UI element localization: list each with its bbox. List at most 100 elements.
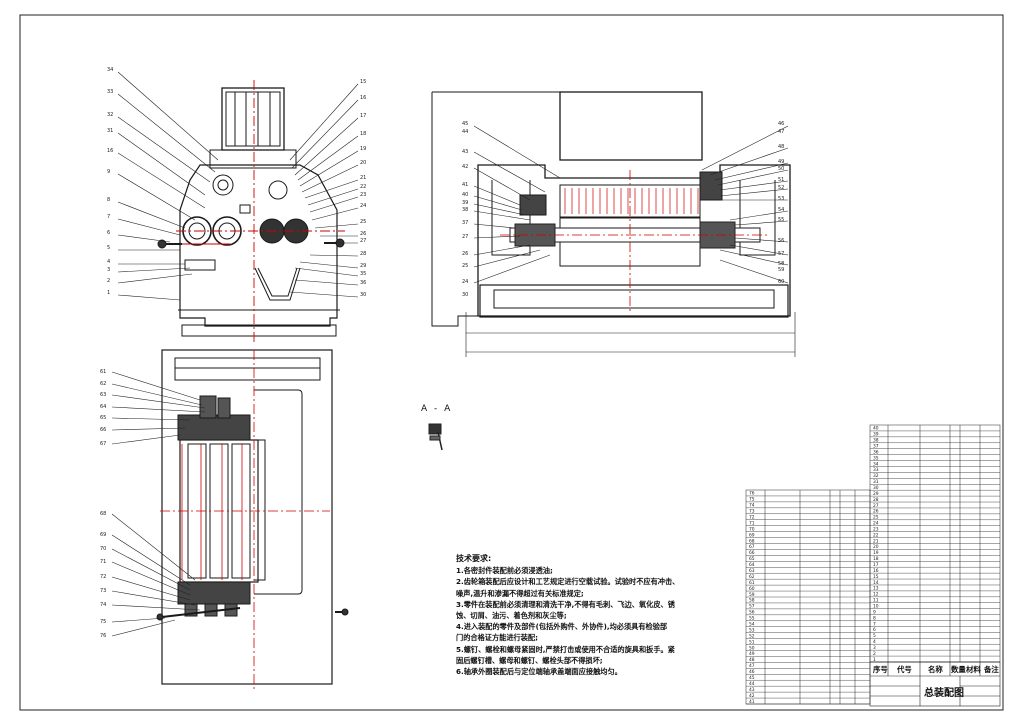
bom-right-row-number: 10 [873,603,879,609]
bom-left-row-number: 55 [749,616,755,622]
bom-right-row-number: 15 [873,574,879,580]
requirement-line: 4.进入装配的零件及部件(包括外购件、外协件),均必须具有检验部 [456,622,668,632]
svg-text:5: 5 [107,245,110,251]
svg-text:46: 46 [778,121,784,127]
bom-right-row-number: 22 [873,532,879,538]
bom-right-row-number: 35 [873,455,879,461]
bom-right-row-number: 28 [873,497,879,503]
section-view-centerlines [500,170,770,312]
svg-text:27: 27 [462,234,468,240]
requirement-line: 3.零件在装配前必须清理和清洗干净,不得有毛刺、飞边、氧化皮、锈 [456,599,675,609]
bom-table-left-rows: 7675747372717069686766656463626160595857… [746,491,870,705]
bom-left-row-number: 75 [749,497,755,503]
svg-text:67: 67 [100,441,106,447]
svg-text:6: 6 [107,230,110,236]
section-aa-label: A - A [421,404,453,414]
bom-left-row-number: 73 [749,509,755,515]
plan-view-leaders [111,371,206,637]
bom-left-row-number: 62 [749,574,755,580]
bom-left-row-number: 46 [749,669,755,675]
svg-text:19: 19 [360,146,366,152]
sheet-border [19,14,1004,711]
bom-header-remarks: 备注 [984,665,999,674]
bom-left-row-number: 69 [749,532,755,538]
bom-right-row-number: 14 [873,580,879,586]
bom-left-row-number: 50 [749,645,755,651]
bom-right-row-number: 30 [873,485,879,491]
svg-text:48: 48 [778,144,784,150]
bom-right-row-number: 12 [873,592,879,598]
svg-text:62: 62 [100,381,106,387]
svg-text:37: 37 [462,220,468,226]
requirement-line: 固后螺钉槽、螺母和螺钉、螺栓头部不得损坏; [456,655,603,665]
bom-right-row-number: 1 [873,657,876,663]
bom-left-row-number: 57 [749,604,755,610]
bom-left-row-number: 71 [749,520,755,526]
bom-right-row-number: 26 [873,509,879,515]
front-view-centerlines [176,80,345,342]
bom-right-row-number: 39 [873,432,879,438]
svg-text:30: 30 [360,292,366,298]
svg-text:18: 18 [360,131,366,137]
bom-right-row-number: 33 [873,467,879,473]
bom-right-row-number: 27 [873,503,879,509]
svg-text:38: 38 [462,207,468,213]
requirement-line: 蚀、切屑、油污、着色剂和灰尘等; [456,611,567,621]
bom-left-row-number: 60 [749,586,755,592]
svg-text:9: 9 [107,169,110,175]
svg-text:24: 24 [462,279,468,285]
svg-text:44: 44 [462,129,468,135]
svg-text:64: 64 [100,404,106,410]
svg-text:35: 35 [360,271,366,277]
svg-text:68: 68 [100,511,106,517]
section-view-leaders [473,125,789,284]
bom-right-row-number: 38 [873,438,879,444]
bom-right-row-number: 37 [873,444,879,450]
bom-left-row-number: 51 [749,639,755,645]
bom-left-row-number: 44 [749,681,755,687]
requirement-line: 1.各密封件装配前必须浸透油; [456,566,553,576]
bom-right-row-number: 5 [873,633,876,639]
svg-text:25: 25 [360,219,366,225]
svg-text:52: 52 [778,185,784,191]
svg-text:54: 54 [778,207,784,213]
bom-left-row-number: 42 [749,693,755,699]
bom-left-row-number: 59 [749,592,755,598]
bom-left-row-number: 52 [749,633,755,639]
svg-text:40: 40 [462,192,468,198]
requirement-line: 5.螺钉、螺栓和螺母紧固时,严禁打击或使用不合适的旋具和扳手。紧 [456,644,675,654]
svg-text:2: 2 [107,278,110,284]
bom-right-row-number: 24 [873,521,879,527]
svg-text:49: 49 [778,159,784,165]
requirement-line: 6.轴承外圈装配后与定位端轴承盖端面应接触均匀。 [456,667,622,677]
bom-left-row-number: 67 [749,544,755,550]
bom-right-row-number: 25 [873,515,879,521]
front-view-leaders [117,71,359,301]
bom-right-row-number: 19 [873,550,879,556]
svg-text:16: 16 [107,148,113,154]
svg-text:26: 26 [462,251,468,257]
svg-text:51: 51 [778,177,784,183]
svg-text:59: 59 [778,267,784,273]
plan-view-centerlines [160,350,330,690]
bom-right-row-number: 34 [873,461,879,467]
svg-text:63: 63 [100,392,106,398]
bom-right-row-number: 2 [873,651,876,657]
bom-right-row-number: 13 [873,586,879,592]
bom-left-row-number: 45 [749,675,755,681]
svg-text:39: 39 [462,200,468,206]
title-block [869,661,1001,707]
svg-text:20: 20 [360,160,366,166]
svg-text:71: 71 [100,559,106,565]
bom-right-row-number: 23 [873,526,879,532]
bom-left-row-number: 61 [749,580,755,586]
svg-text:16: 16 [360,95,366,101]
bom-right-row-number: 3 [873,645,876,651]
bom-header-qty: 数量 [951,665,966,674]
section-aa-detail [428,423,443,451]
svg-text:74: 74 [100,602,106,608]
bom-left-row-number: 49 [749,651,755,657]
svg-text:4: 4 [107,259,110,265]
bom-header-material: 材料 [966,665,981,674]
